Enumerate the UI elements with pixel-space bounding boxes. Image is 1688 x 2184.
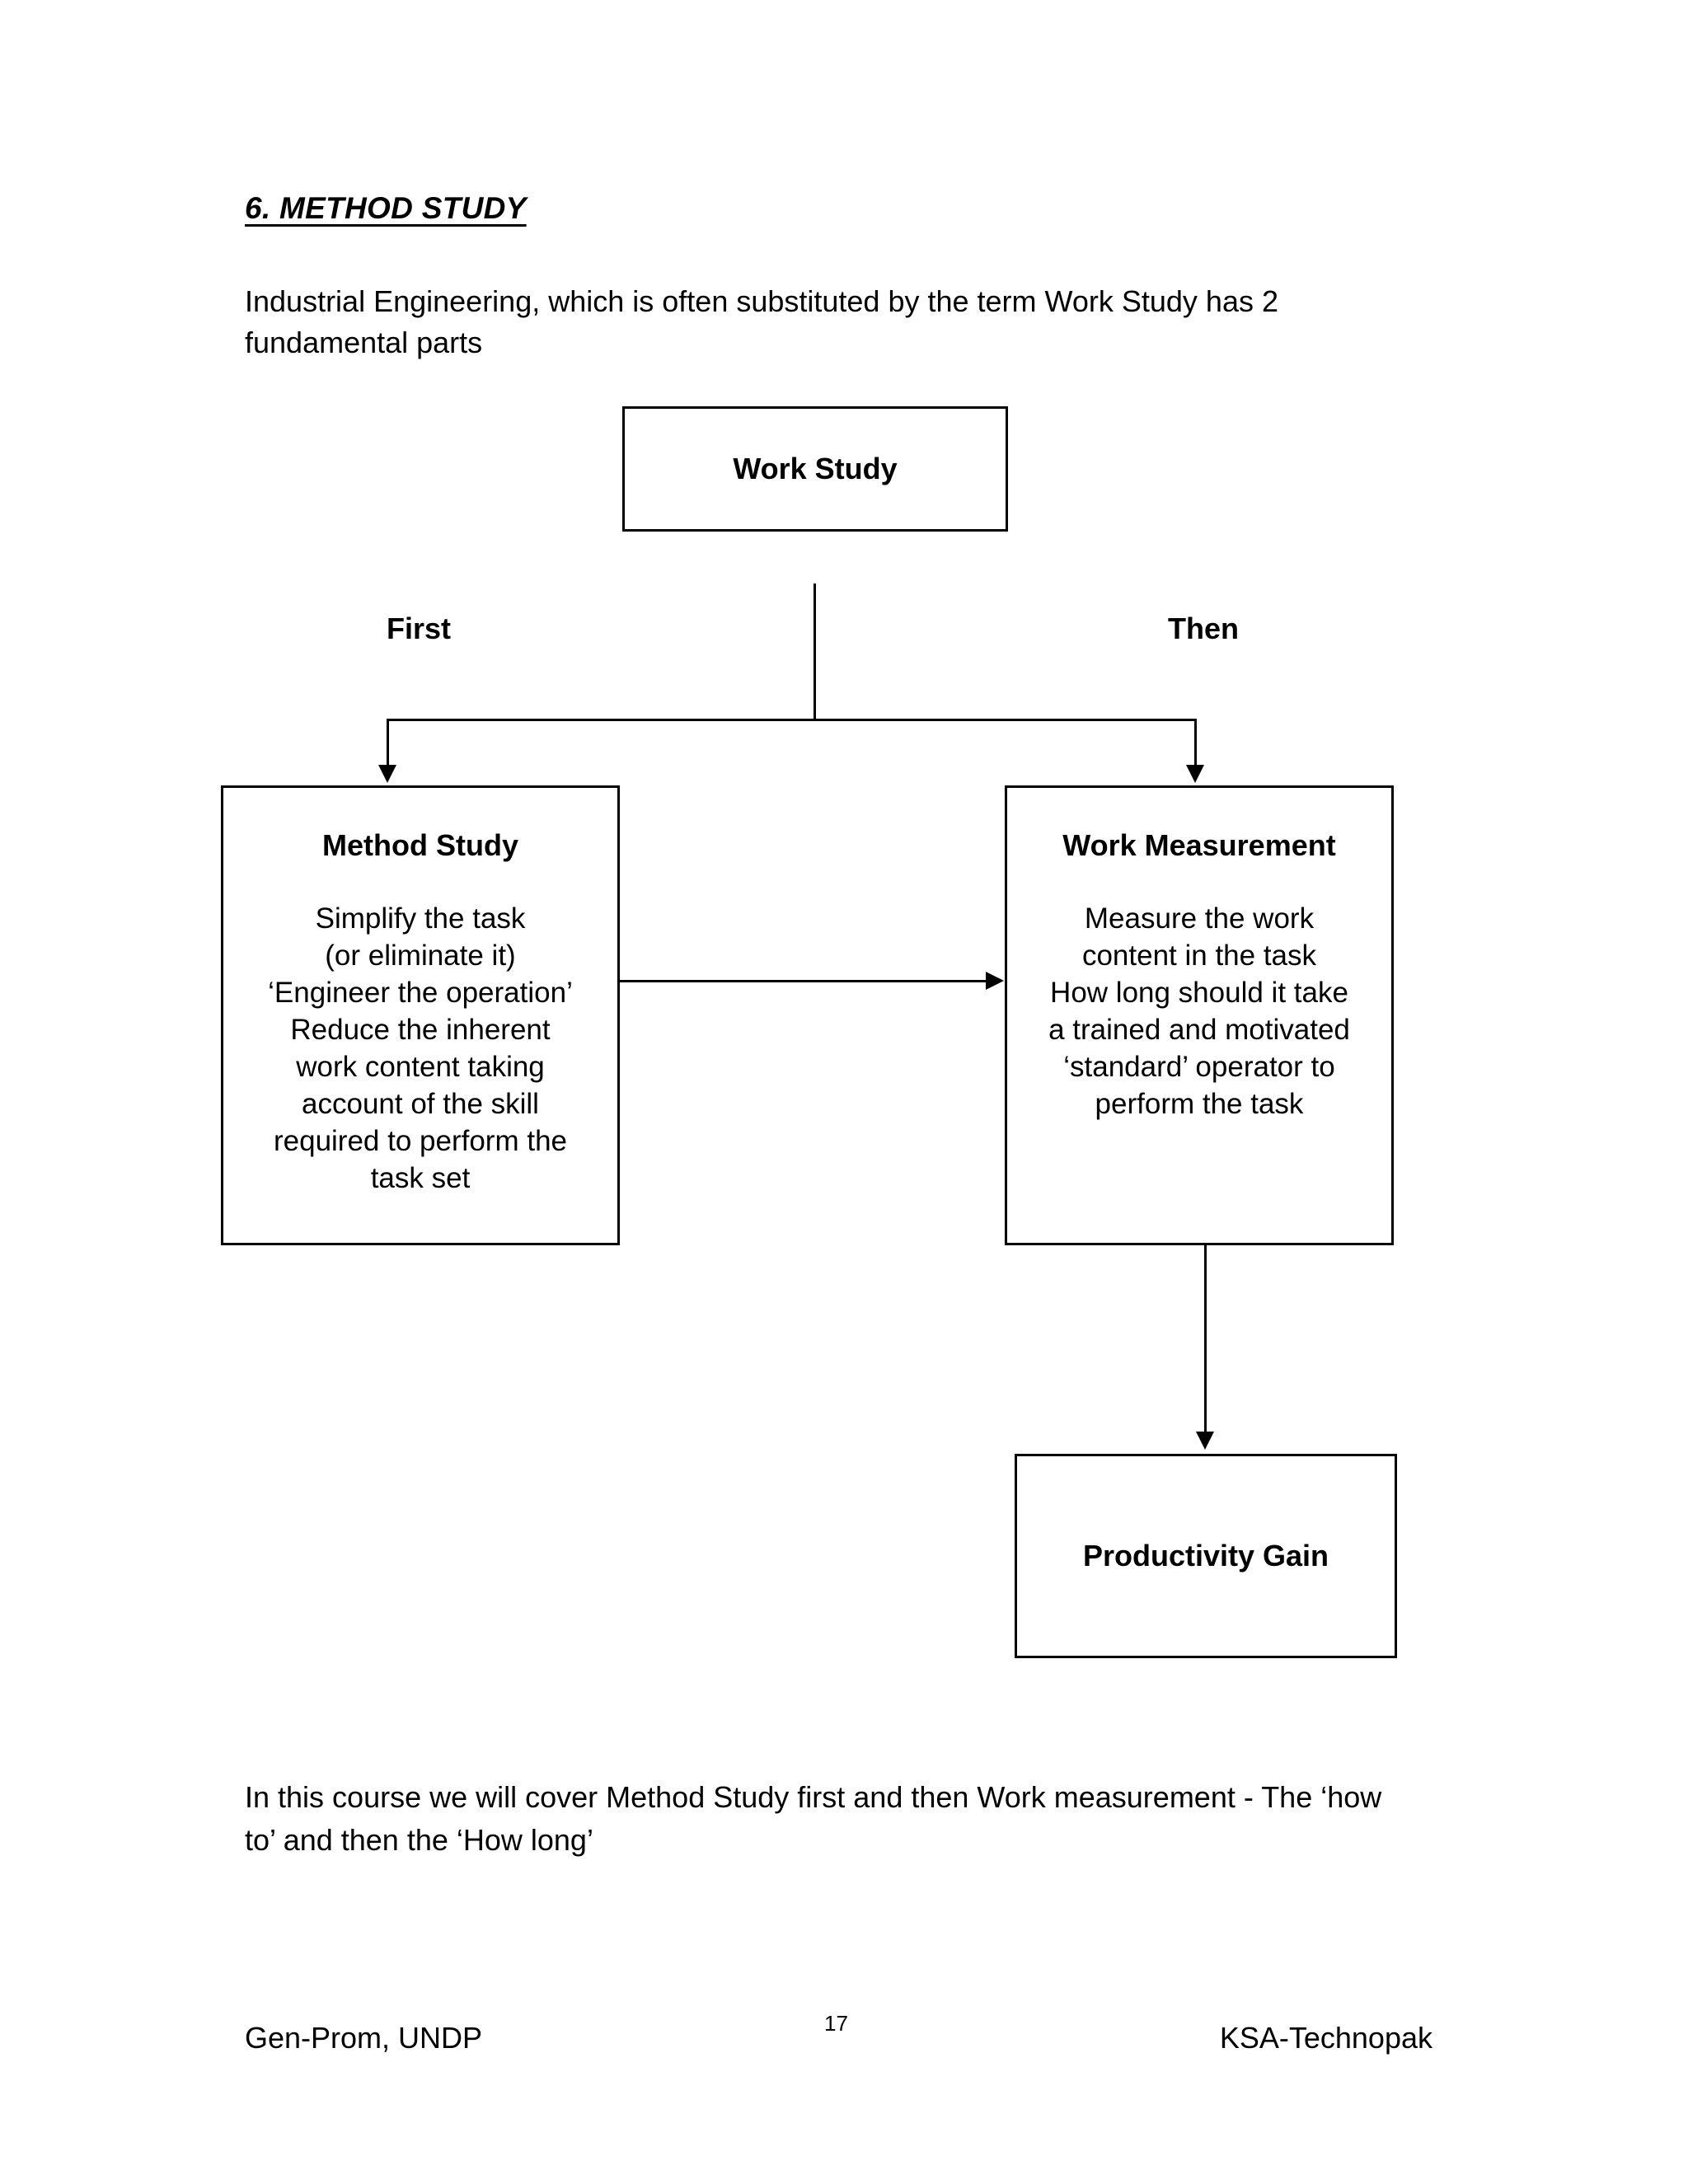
closing-paragraph: In this course we will cover Method Stud… (245, 1780, 1382, 1857)
flow-node-work-measurement: Work Measurement Measure the work conten… (1005, 785, 1394, 1245)
connector-work-study-stem (814, 583, 816, 720)
flow-node-work-measurement-title: Work Measurement (1062, 828, 1336, 862)
flow-node-work-measurement-body: Measure the work content in the task How… (1048, 902, 1350, 1120)
footer-right-text: KSA-Technopak (1219, 2021, 1432, 2055)
intro-paragraph-line-2: fundamental parts (245, 326, 483, 359)
flow-node-method-study: Method Study Simplify the task (or elimi… (221, 785, 620, 1245)
flow-node-work-study-title: Work Study (733, 452, 898, 485)
arrowhead-down-left-icon (378, 765, 396, 783)
connector-branch-bar (387, 719, 1197, 721)
intro-paragraph-line-1: Industrial Engineering, which is often s… (245, 284, 1278, 318)
intro-paragraph: Industrial Engineering, which is often s… (245, 281, 1444, 363)
flow-node-method-study-body: Simplify the task (or eliminate it) ‘Eng… (268, 902, 573, 1194)
flow-node-method-study-title: Method Study (322, 828, 518, 862)
connector-drop-left (387, 719, 389, 766)
page-footer: Gen-Prom, UNDP 17 KSA-Technopak (245, 2011, 1444, 2062)
branch-label-then: Then (1168, 612, 1239, 645)
footer-left-text: Gen-Prom, UNDP (245, 2021, 483, 2055)
page-title: 6. METHOD STUDY (245, 191, 527, 225)
connector-method-to-measurement (620, 980, 987, 982)
connector-drop-right (1194, 719, 1197, 766)
footer-page-number: 17 (824, 2011, 848, 2036)
arrowhead-right-icon (986, 972, 1004, 990)
flow-node-productivity-gain-title: Productivity Gain (1082, 1539, 1329, 1572)
connector-measurement-to-productivity (1204, 1245, 1207, 1433)
arrowhead-down-productivity-icon (1196, 1432, 1214, 1450)
branch-label-first: First (387, 612, 452, 645)
flow-node-productivity-gain: Productivity Gain (1015, 1454, 1397, 1658)
arrowhead-down-right-icon (1186, 765, 1204, 783)
flow-node-work-study: Work Study (622, 406, 1008, 532)
